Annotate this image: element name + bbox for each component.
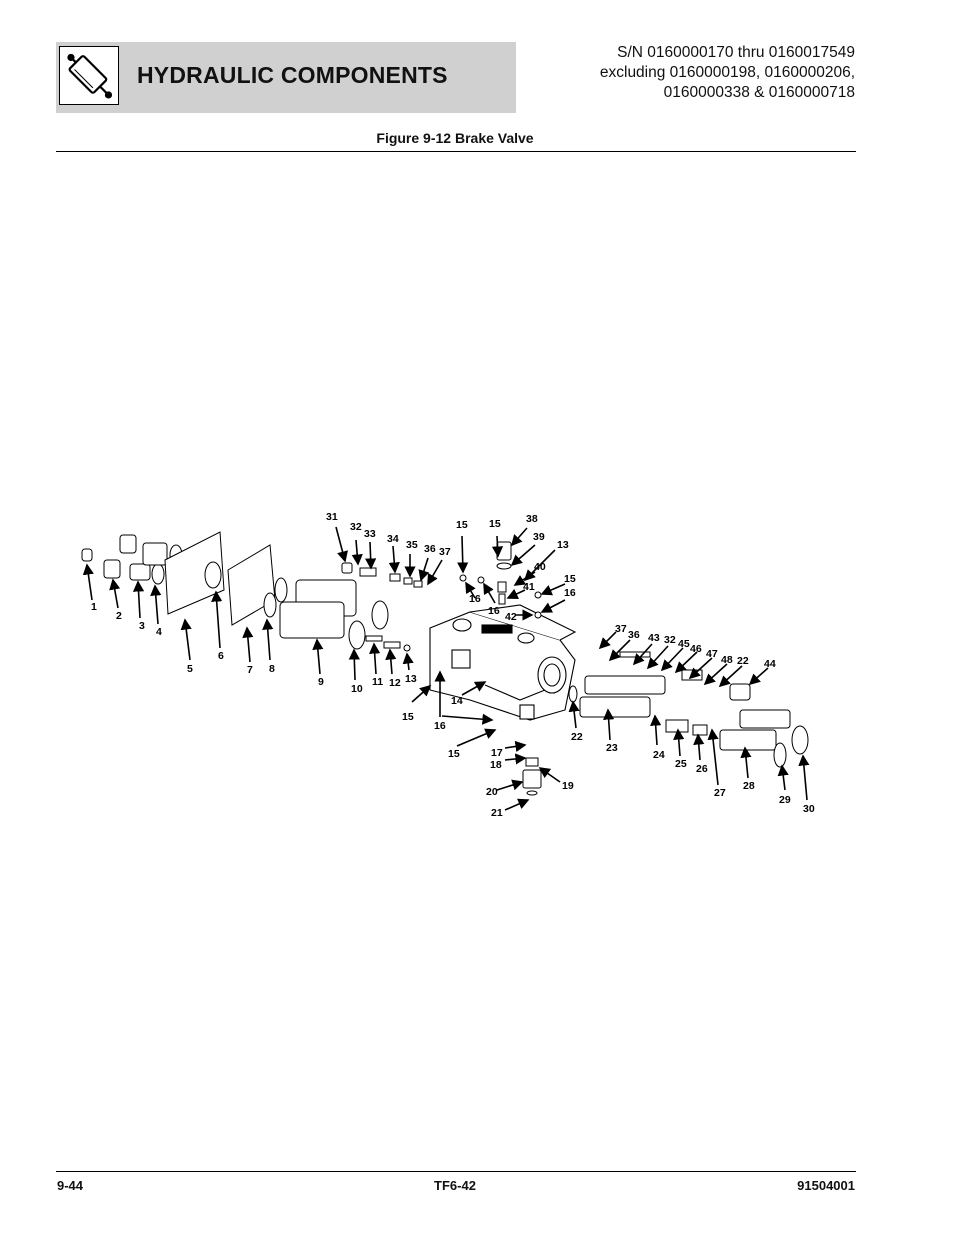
callout-36-b: 36 (628, 629, 640, 641)
callout-9: 9 (318, 676, 324, 688)
callout-34: 34 (387, 533, 399, 545)
callout-39: 39 (533, 531, 545, 543)
callout-21: 21 (491, 807, 503, 819)
serial-line-1: S/N 0160000170 thru 0160017549 (617, 44, 855, 61)
callout-5: 5 (187, 663, 193, 675)
callout-32-b: 32 (664, 634, 676, 646)
callout-48: 48 (721, 654, 733, 666)
callout-18: 18 (490, 759, 502, 771)
callout-15-d: 15 (489, 518, 501, 530)
callout-37-b: 37 (615, 623, 627, 635)
header-band (56, 42, 516, 113)
callout-43: 43 (648, 632, 660, 644)
serial-number-range: S/N 0160000170 thru 0160017549 excluding… (600, 43, 855, 103)
leader-arrows (82, 526, 810, 811)
callout-17: 17 (491, 747, 503, 759)
callout-8: 8 (269, 663, 275, 675)
callout-36-a: 36 (424, 543, 436, 555)
callout-41: 41 (523, 581, 535, 593)
callout-14: 14 (451, 695, 463, 707)
callout-37-a: 37 (439, 546, 451, 558)
callout-16-d: 16 (488, 605, 500, 617)
callout-15-e: 15 (564, 573, 576, 585)
doc-code: TF6-42 (434, 1178, 476, 1193)
callout-13-b: 13 (557, 539, 569, 551)
callout-3: 3 (139, 620, 145, 632)
callout-22-a: 22 (571, 731, 583, 743)
callout-10: 10 (351, 683, 363, 695)
figure-caption: Figure 9-12 Brake Valve (376, 130, 534, 146)
parts-left (81, 531, 411, 652)
callout-44: 44 (764, 658, 776, 670)
callout-16-b: 16 (564, 587, 576, 599)
callout-33: 33 (364, 528, 376, 540)
part-number: 91504001 (797, 1178, 855, 1193)
serial-line-2: excluding 0160000198, 0160000206, (599, 64, 855, 81)
callout-31: 31 (326, 511, 338, 523)
callout-22-b: 22 (737, 655, 749, 667)
callout-32-a: 32 (350, 521, 362, 533)
section-title: HYDRAULIC COMPONENTS (137, 62, 448, 88)
callout-labels: 1 2 3 4 5 6 7 8 9 10 11 12 13 14 15 16 1… (91, 511, 815, 819)
callout-46: 46 (690, 643, 702, 655)
callout-35: 35 (406, 539, 418, 551)
callout-40: 40 (534, 561, 546, 573)
callout-23: 23 (606, 742, 618, 754)
page-number: 9-44 (57, 1178, 84, 1193)
footer-rule (56, 1171, 856, 1172)
callout-15-c: 15 (456, 519, 468, 531)
callout-24: 24 (653, 749, 665, 761)
callout-13: 13 (405, 673, 417, 685)
callout-4: 4 (156, 626, 162, 638)
callout-12: 12 (389, 677, 401, 689)
callout-7: 7 (247, 664, 253, 676)
callout-30: 30 (803, 803, 815, 815)
callout-15-b: 15 (448, 748, 460, 760)
callout-15-a: 15 (402, 711, 414, 723)
callout-42: 42 (505, 611, 517, 623)
callout-47: 47 (706, 648, 718, 660)
callout-25: 25 (675, 758, 687, 770)
callout-1: 1 (91, 601, 97, 613)
callout-11: 11 (372, 676, 383, 688)
callout-45: 45 (678, 638, 690, 650)
callout-28: 28 (743, 780, 755, 792)
callout-20: 20 (486, 786, 498, 798)
hydraulic-cylinder-icon (59, 46, 119, 105)
serial-line-3: 0160000338 & 0160000718 (663, 84, 855, 101)
callout-27: 27 (714, 787, 726, 799)
callout-6: 6 (218, 650, 224, 662)
callout-16-a: 16 (434, 720, 446, 732)
callout-2: 2 (116, 610, 122, 622)
callout-19: 19 (562, 780, 574, 792)
header-rule (56, 151, 856, 152)
callout-26: 26 (696, 763, 708, 775)
callout-38: 38 (526, 513, 538, 525)
callout-16-c: 16 (469, 593, 481, 605)
callout-29: 29 (779, 794, 791, 806)
